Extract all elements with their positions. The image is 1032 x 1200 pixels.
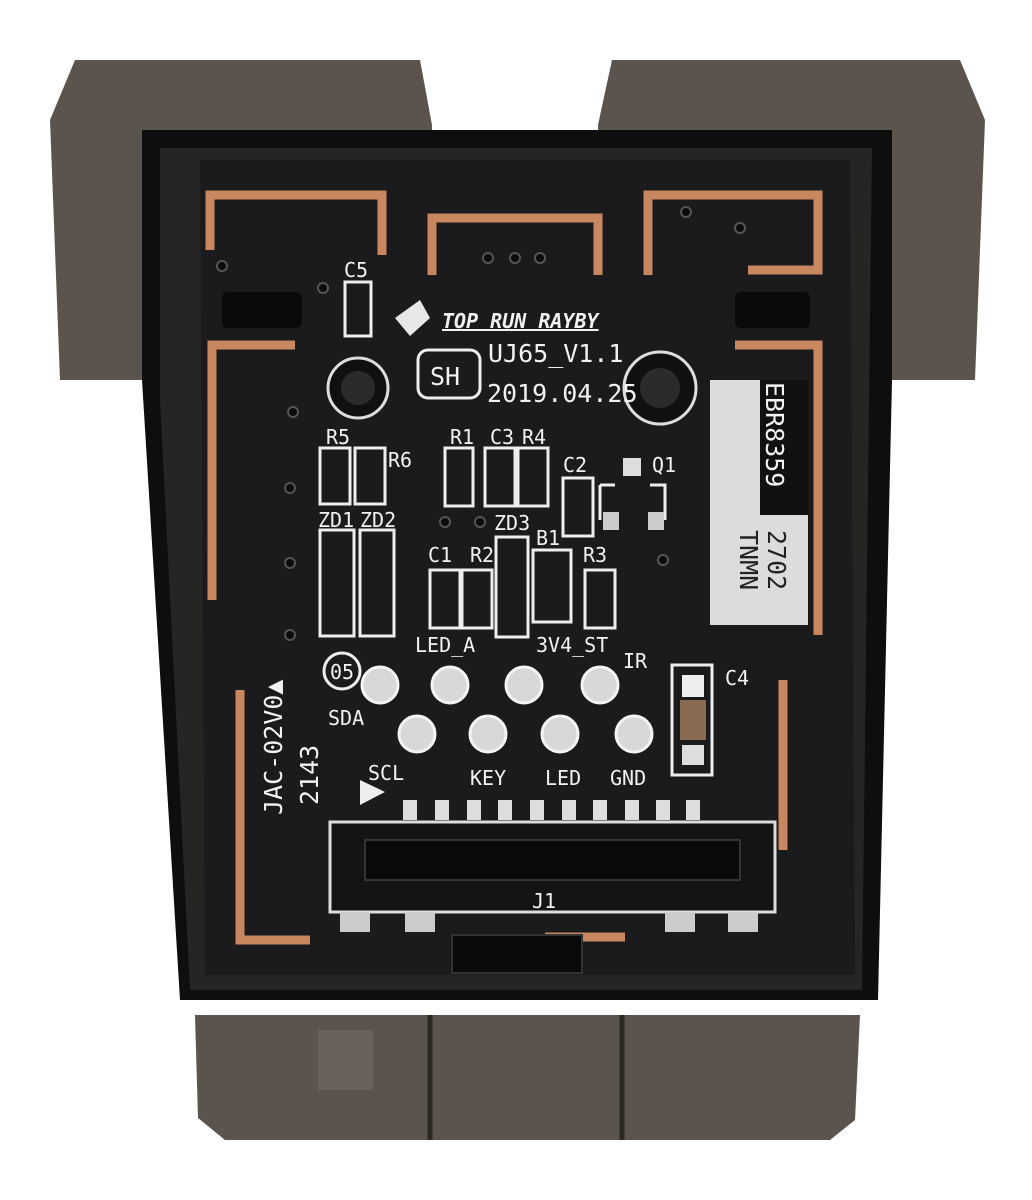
manufacturer-logo: TOP RUN RAYBY bbox=[442, 309, 600, 333]
label-zd2: ZD2 bbox=[360, 508, 396, 532]
label-r1: R1 bbox=[450, 425, 474, 449]
circle-mark: 05 bbox=[330, 660, 354, 684]
label-q1: Q1 bbox=[652, 453, 676, 477]
board-date: 2019.04.25 bbox=[487, 379, 638, 408]
label-c2: C2 bbox=[563, 453, 587, 477]
pin-label-led: LED bbox=[545, 766, 581, 790]
label-code-2: TNMN bbox=[734, 530, 763, 590]
label-r2: R2 bbox=[470, 543, 494, 567]
label-part-number: EBR8359 bbox=[760, 382, 789, 487]
label-c4: C4 bbox=[725, 666, 749, 690]
label-code-1: 2702 bbox=[762, 530, 791, 590]
label-c1: C1 bbox=[428, 543, 452, 567]
side-number: 2143 bbox=[295, 745, 324, 805]
label-zd1: ZD1 bbox=[318, 508, 354, 532]
pin-label-sda: SDA bbox=[328, 706, 364, 730]
pin-label-gnd: GND bbox=[610, 766, 646, 790]
component-labels: C5 R5 R6 R1 C3 R4 C2 Q1 ZD1 ZD2 ZD3 B1 C… bbox=[318, 258, 749, 690]
label-b1: B1 bbox=[536, 526, 560, 550]
sh-mark: SH bbox=[430, 362, 460, 391]
pin-label-key: KEY bbox=[470, 766, 506, 790]
part-label: EBR8359 2702 TNMN bbox=[710, 380, 808, 625]
label-zd3: ZD3 bbox=[494, 511, 530, 535]
copper-traces bbox=[205, 190, 823, 945]
pin-label-ir: IR bbox=[623, 649, 648, 673]
label-r5: R5 bbox=[326, 425, 350, 449]
test-pads: LED_A 3V4_ST IR SDA SCL KEY LED GND bbox=[328, 633, 654, 790]
mounting-holes bbox=[222, 292, 810, 426]
vias bbox=[216, 206, 746, 641]
label-j1: J1 bbox=[532, 889, 556, 913]
label-c5: C5 bbox=[344, 258, 368, 282]
label-r3: R3 bbox=[583, 543, 607, 567]
logo-mark bbox=[395, 300, 430, 336]
label-c3: C3 bbox=[490, 425, 514, 449]
label-r4: R4 bbox=[522, 425, 546, 449]
pin-label-led-a: LED_A bbox=[415, 633, 475, 657]
pin-label-scl: SCL bbox=[368, 761, 404, 785]
label-r6: R6 bbox=[388, 448, 412, 472]
connector-j1: J1 bbox=[328, 780, 777, 974]
board-model: UJ65_V1.1 bbox=[488, 339, 623, 368]
pin-label-3v4-st: 3V4_ST bbox=[536, 633, 608, 657]
smd-components bbox=[318, 280, 714, 777]
side-mark: JAC-02V0▲ bbox=[259, 680, 288, 815]
